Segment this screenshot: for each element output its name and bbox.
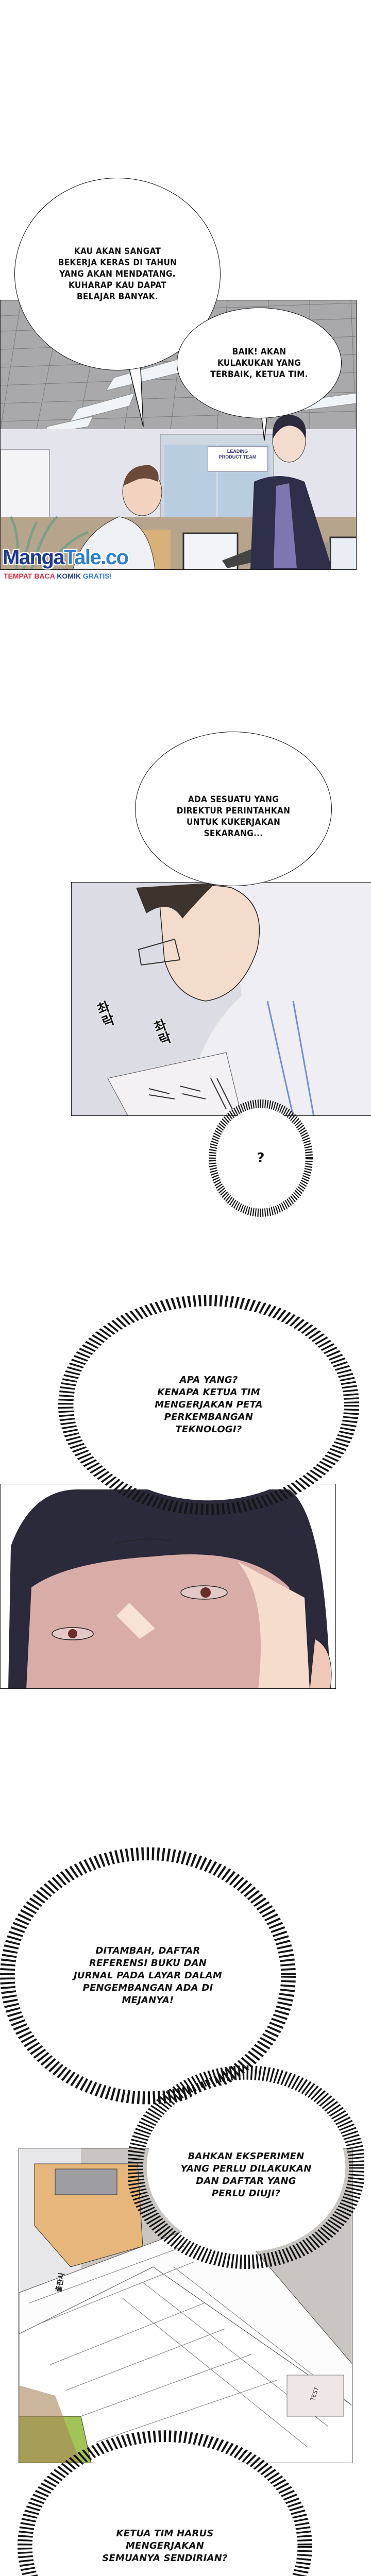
speech-bubble-team-leader: KAU AKAN SANGAT BEKERJA KERAS DI TAHUN Y…: [14, 178, 221, 370]
glasses-man-illustration: [72, 883, 371, 1115]
watermark-brand: MangaTale.co: [3, 546, 129, 569]
panel-glasses-man: 촤락 촤락: [71, 882, 371, 1116]
watermark-tagline: TEMPAT BACA KOMIK GRATIS!: [3, 572, 113, 580]
thought-bubble-why-roadmap: APA YANG? KENAPA KETUA TIM MENGERJAKAN P…: [57, 1293, 361, 1517]
documents-illustration: [19, 2148, 352, 2463]
bubble-text: ADA SESUATU YANG DIREKTUR PERINTAHKAN UN…: [176, 794, 291, 839]
bubble-text: APA YANG? KENAPA KETUA TIM MENGERJAKAN P…: [155, 1375, 263, 1435]
thought-bubble-reference-list: DITAMBAH, DAFTAR REFERENSI BUKU DAN JURN…: [0, 1846, 296, 2106]
spiky-border: [0, 1847, 296, 2105]
bubble-text: DITAMBAH, DAFTAR REFERENSI BUKU DAN JURN…: [73, 1945, 222, 2006]
bubble-text: ?: [257, 1150, 265, 1166]
speech-bubble-director-order: ADA SESUATU YANG DIREKTUR PERINTAHKAN UN…: [135, 732, 332, 886]
thought-bubble-all-alone: KETUA TIM HARUS MENGERJAKAN SEMUANYA SEN…: [18, 2429, 312, 2576]
bubble-text: BAIK! AKAN KULAKUKAN YANG TERBAIK, KETUA…: [210, 346, 308, 380]
panel-face-closeup: [0, 1484, 336, 1689]
thought-bubble-question: ?: [208, 1099, 313, 1217]
bubble-text: KAU AKAN SANGAT BEKERJA KERAS DI TAHUN Y…: [58, 246, 177, 302]
spiky-border: [58, 1295, 360, 1515]
site-watermark: MangaTale.co TEMPAT BACA KOMIK GRATIS!: [3, 546, 129, 581]
spiky-border: [209, 1099, 313, 1217]
bubble-text: KETUA TIM HARUS MENGERJAKAN SEMUANYA SEN…: [102, 2528, 228, 2564]
team-sign: LEADING PRODUCT TEAM: [208, 446, 267, 472]
bubble-text: BAHKAN EKSPERIMEN YANG PERLU DILAKUKAN D…: [180, 2150, 312, 2199]
speech-bubble-reply: BAIK! AKAN KULAKUKAN YANG TERBAIK, KETUA…: [177, 308, 342, 418]
thought-bubble-experiments: BAHKAN EKSPERIMEN YANG PERLU DILAKUKAN D…: [128, 2065, 364, 2269]
spiky-border: [18, 2430, 312, 2576]
spiky-border: [128, 2065, 364, 2269]
face-illustration: [8, 1489, 332, 1688]
